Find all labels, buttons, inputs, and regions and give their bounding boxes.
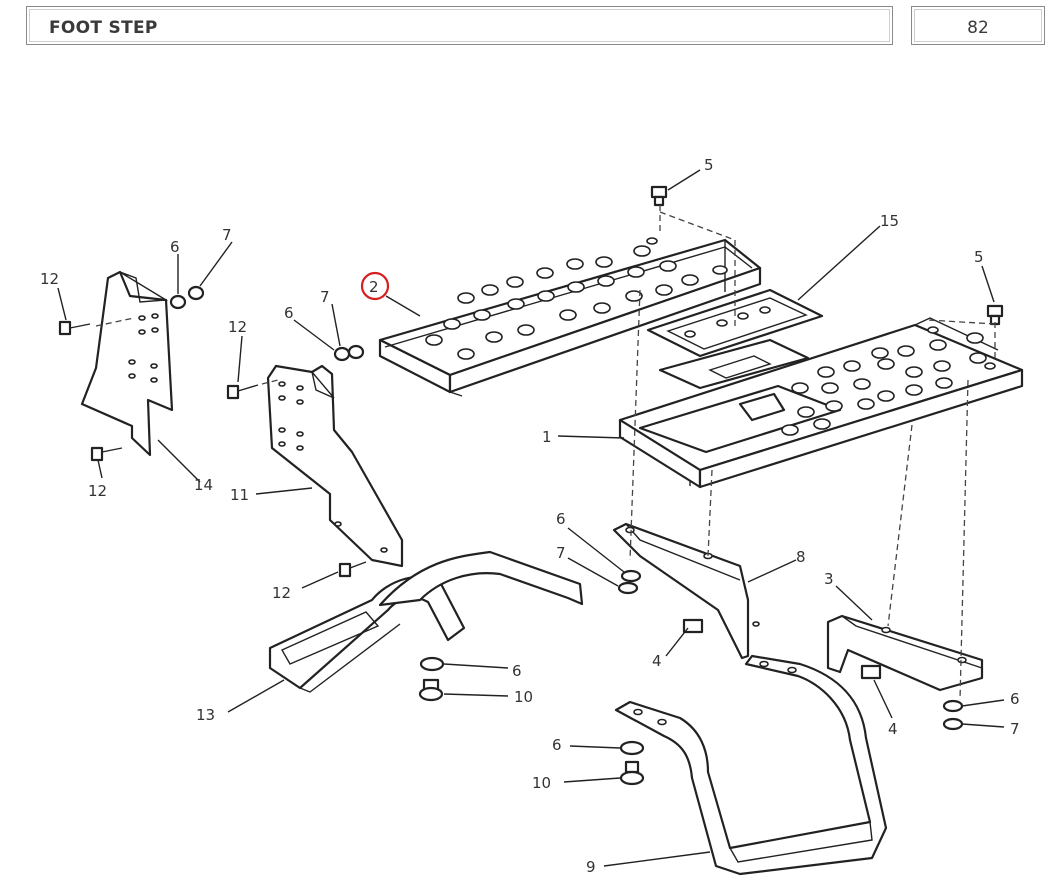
callout-12c: 12 [88,482,107,500]
callout-8: 8 [796,548,806,566]
callout-5b: 5 [974,248,984,266]
callout-12d: 12 [272,584,291,602]
part-13-step-arm[interactable] [268,550,584,693]
part-11-bracket[interactable] [266,364,404,568]
assembly-lines [95,205,996,701]
callout-7d: 7 [1010,720,1020,738]
callout-7c: 7 [556,544,566,562]
callout-4a: 4 [652,652,662,670]
callout-7b: 7 [222,226,232,244]
callout-6c: 6 [556,510,566,528]
callout-10b: 10 [532,774,551,792]
part-2-holes [425,237,728,360]
part-1-step-frame[interactable] [618,317,1024,489]
callout-6e: 6 [1010,690,1020,708]
callout-1: 1 [542,428,552,446]
callout-12b: 12 [228,318,247,336]
callout-13: 13 [196,706,215,724]
callout-3: 3 [824,570,834,588]
callout-6d: 6 [512,662,522,680]
callout-7a: 7 [320,288,330,306]
callout-4b: 4 [888,720,898,738]
page-number: 82 [967,18,989,38]
callout-12a: 12 [40,270,59,288]
callout-15: 15 [880,212,899,230]
part-14-bracket[interactable] [80,270,174,457]
page-title: FOOT STEP [49,18,158,38]
page-number-box: 82 [911,6,1045,45]
callout-11: 11 [230,486,249,504]
part-1-holes [781,326,996,436]
part-2-step-plate[interactable] [378,237,762,397]
callout-6f: 6 [552,736,562,754]
part-9-lower-step[interactable] [614,654,888,876]
callout-6a: 6 [284,304,294,322]
highlight-circle [360,271,390,301]
callout-6b: 6 [170,238,180,256]
callout-2: 2 [369,278,379,296]
callout-5a: 5 [704,156,714,174]
callout-14: 14 [194,476,213,494]
part-3-bracket[interactable] [826,614,984,692]
callout-10a: 10 [514,688,533,706]
callout-labels: 5 15 5 2 7 6 7 6 12 12 1 12 14 11 6 7 8 … [40,156,1020,876]
title-box: FOOT STEP [26,6,893,45]
callout-9: 9 [586,858,596,876]
leader-lines [57,169,1005,867]
part-8-bracket[interactable] [612,522,760,660]
